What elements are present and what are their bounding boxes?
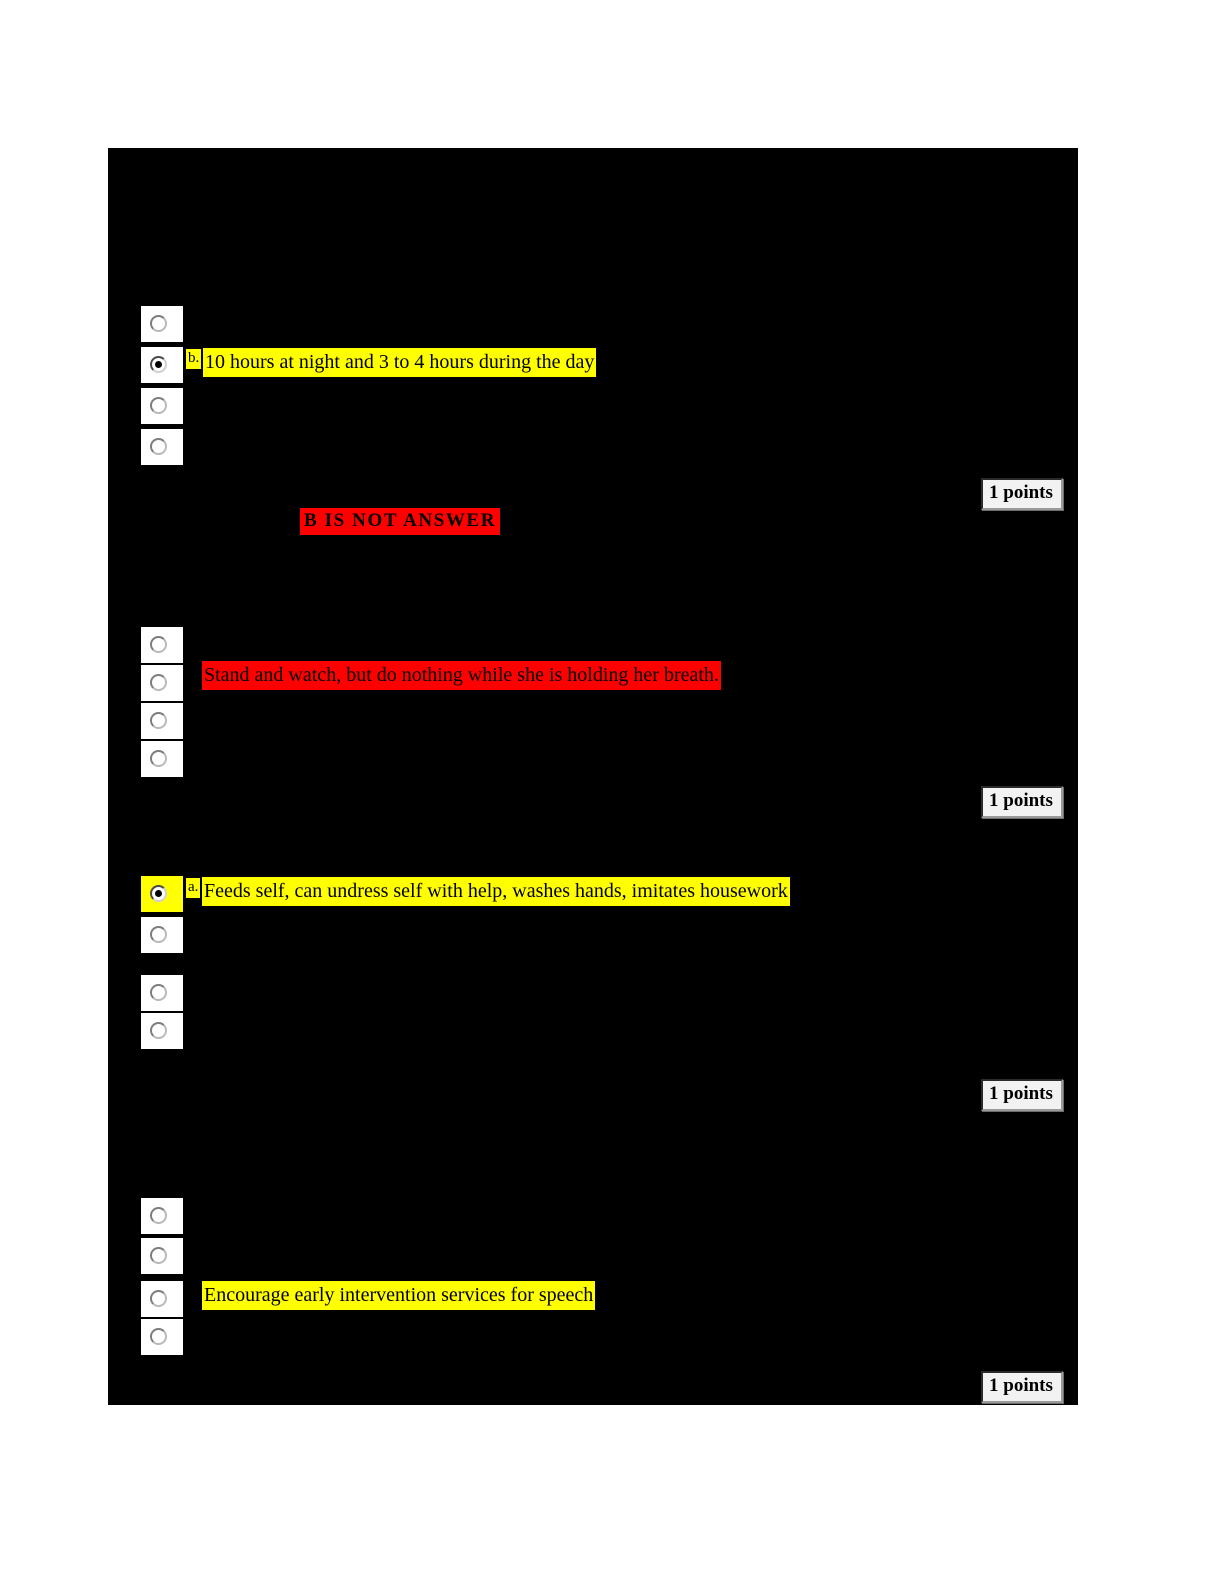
question-1-option-2-letter: b.	[186, 349, 202, 369]
question-4-option-3-radio-cell[interactable]	[141, 1281, 183, 1317]
question-1-option-1-radio-cell[interactable]	[141, 306, 183, 342]
question-4-option-4-radio-cell[interactable]	[141, 1319, 183, 1355]
question-4-points-badge: 1 points	[981, 1371, 1063, 1403]
radio-icon[interactable]	[150, 315, 167, 332]
question-1-points-badge: 1 points	[981, 478, 1063, 510]
question-3-option-1-text: Feeds self, can undress self with help, …	[202, 877, 790, 906]
question-1-option-3-radio-cell[interactable]	[141, 388, 183, 424]
question-4-option-1-radio-cell[interactable]	[141, 1198, 183, 1234]
radio-icon[interactable]	[150, 636, 167, 653]
question-1-option-4-radio-cell[interactable]	[141, 429, 183, 465]
radio-icon[interactable]	[150, 1247, 167, 1264]
radio-icon[interactable]	[150, 1290, 167, 1307]
question-2-option-3-radio-cell[interactable]	[141, 703, 183, 739]
radio-icon[interactable]	[150, 984, 167, 1001]
question-4-option-2-radio-cell[interactable]	[141, 1238, 183, 1274]
radio-icon[interactable]	[150, 674, 167, 691]
exam-sheet: b. 10 hours at night and 3 to 4 hours du…	[108, 148, 1078, 1405]
radio-icon[interactable]	[150, 750, 167, 767]
radio-icon[interactable]	[150, 397, 167, 414]
question-4-option-3-text: Encourage early intervention services fo…	[202, 1281, 596, 1310]
question-3-option-2-radio-cell[interactable]	[141, 917, 183, 953]
question-2-option-2-text: Stand and watch, but do nothing while sh…	[202, 661, 721, 690]
radio-icon[interactable]	[150, 1207, 167, 1224]
annotation-b-is-not-answer: B IS NOT ANSWER	[300, 508, 501, 535]
question-3-option-3-radio-cell[interactable]	[141, 975, 183, 1011]
radio-icon-selected[interactable]	[150, 885, 167, 902]
radio-icon[interactable]	[150, 926, 167, 943]
question-2-option-1-radio-cell[interactable]	[141, 627, 183, 663]
radio-icon[interactable]	[150, 438, 167, 455]
question-2-points-badge: 1 points	[981, 786, 1063, 818]
question-1-option-2-radio-cell[interactable]	[141, 347, 183, 383]
question-3-option-4-radio-cell[interactable]	[141, 1013, 183, 1049]
question-3-option-1-radio-cell[interactable]	[141, 876, 183, 912]
radio-icon[interactable]	[150, 1022, 167, 1039]
question-3-option-1-letter: a.	[186, 878, 201, 898]
question-3-points-badge: 1 points	[981, 1079, 1063, 1111]
question-2-option-4-radio-cell[interactable]	[141, 741, 183, 777]
radio-icon[interactable]	[150, 712, 167, 729]
question-1-option-2-text: 10 hours at night and 3 to 4 hours durin…	[203, 348, 597, 377]
radio-icon[interactable]	[150, 1328, 167, 1345]
radio-icon-selected[interactable]	[150, 356, 167, 373]
question-2-option-2-radio-cell[interactable]	[141, 665, 183, 701]
